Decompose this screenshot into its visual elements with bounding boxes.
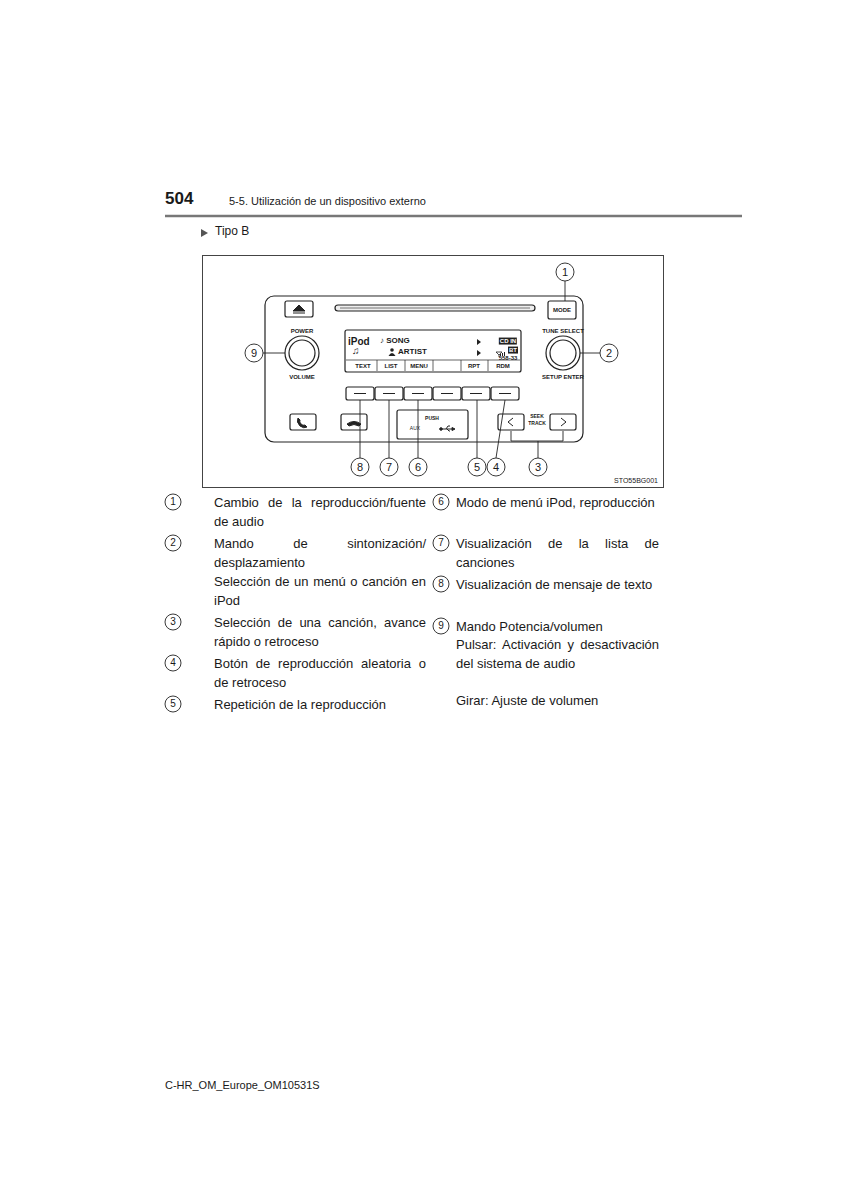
display-badge: BT xyxy=(508,347,518,354)
callout-number: 3 xyxy=(170,616,176,628)
description: Selección de un menú o canción en iPod xyxy=(214,572,426,610)
knob-label: TUNE SELECT xyxy=(542,328,584,335)
callout-number: 4 xyxy=(170,657,176,669)
description: Girar: Ajuste de volumen xyxy=(456,691,659,710)
softkey-label: TEXT xyxy=(355,363,370,370)
bullet-triangle xyxy=(201,229,208,237)
header-rule xyxy=(165,215,742,218)
softkey-label: MENU xyxy=(410,363,428,370)
knob-label: POWER xyxy=(291,328,314,335)
callout-number: 3 xyxy=(535,461,541,474)
callout-number: 6 xyxy=(438,496,444,508)
display-text: 558-33 xyxy=(499,355,518,362)
softkey-label: LIST xyxy=(385,363,398,370)
button-marks xyxy=(297,339,566,431)
softkey-label: RPT xyxy=(468,363,480,370)
callout-number: 2 xyxy=(170,537,176,549)
description: Pulsar: Activación y desactivación del s… xyxy=(456,635,659,673)
callout-number: 6 xyxy=(415,461,421,474)
callout-number: 7 xyxy=(438,537,444,549)
softkey-label: RDM xyxy=(496,363,510,370)
display-text: ♪ SONG xyxy=(380,336,410,345)
callout-number: 4 xyxy=(493,461,499,474)
description: Selección de una canción, avance rápido … xyxy=(214,613,426,651)
display-text: ARTIST xyxy=(398,347,427,356)
knob-label: VOLUME xyxy=(289,374,315,381)
callout-number: 1 xyxy=(170,496,176,508)
running-header: 5-5. Utilización de un dispositivo exter… xyxy=(229,195,426,208)
page-footer: C-HR_OM_Europe_OM10531S xyxy=(165,1079,320,1092)
callout-number: 8 xyxy=(357,461,363,474)
description: Cambio de la reproducción/fuente de audi… xyxy=(214,493,426,531)
callout-number: 9 xyxy=(438,620,444,632)
figure-frame xyxy=(203,256,664,488)
description: Mando de sintonización/ desplazamiento xyxy=(214,534,426,572)
callout-number: 5 xyxy=(474,461,480,474)
description: Mando Potencia/volumen xyxy=(456,617,659,636)
callout-number: 8 xyxy=(438,578,444,590)
page-number: 504 xyxy=(165,189,193,209)
description: Repetición de la reproducción xyxy=(214,695,426,714)
callout-number: 5 xyxy=(170,698,176,710)
description: Visualización de la lista de canciones xyxy=(456,534,659,572)
knob-label: SETUP ENTER xyxy=(542,374,584,381)
callout-number: 2 xyxy=(606,347,612,360)
display-badge: CD IN xyxy=(499,338,517,345)
leader-lines xyxy=(263,281,600,458)
callout-number: 9 xyxy=(251,347,257,360)
button-label: MODE xyxy=(553,307,571,314)
description: Modo de menú iPod, reproducción xyxy=(456,493,659,512)
callout-number: 7 xyxy=(386,461,392,474)
button-label: SEEK xyxy=(530,414,544,420)
callout-number: 1 xyxy=(562,266,568,279)
panel-label: AUX xyxy=(410,426,420,432)
description: Visualización de mensaje de texto xyxy=(456,575,659,594)
section-label: Tipo B xyxy=(215,225,249,239)
description: Botón de reproducción aleatoria o de ret… xyxy=(214,654,426,692)
panel-label: PUSH xyxy=(425,416,439,422)
radio-unit xyxy=(265,296,583,442)
display-text: ♫ xyxy=(352,345,360,357)
button-label: TRACK xyxy=(528,421,546,427)
figure-code: STO55BG001 xyxy=(614,477,658,485)
